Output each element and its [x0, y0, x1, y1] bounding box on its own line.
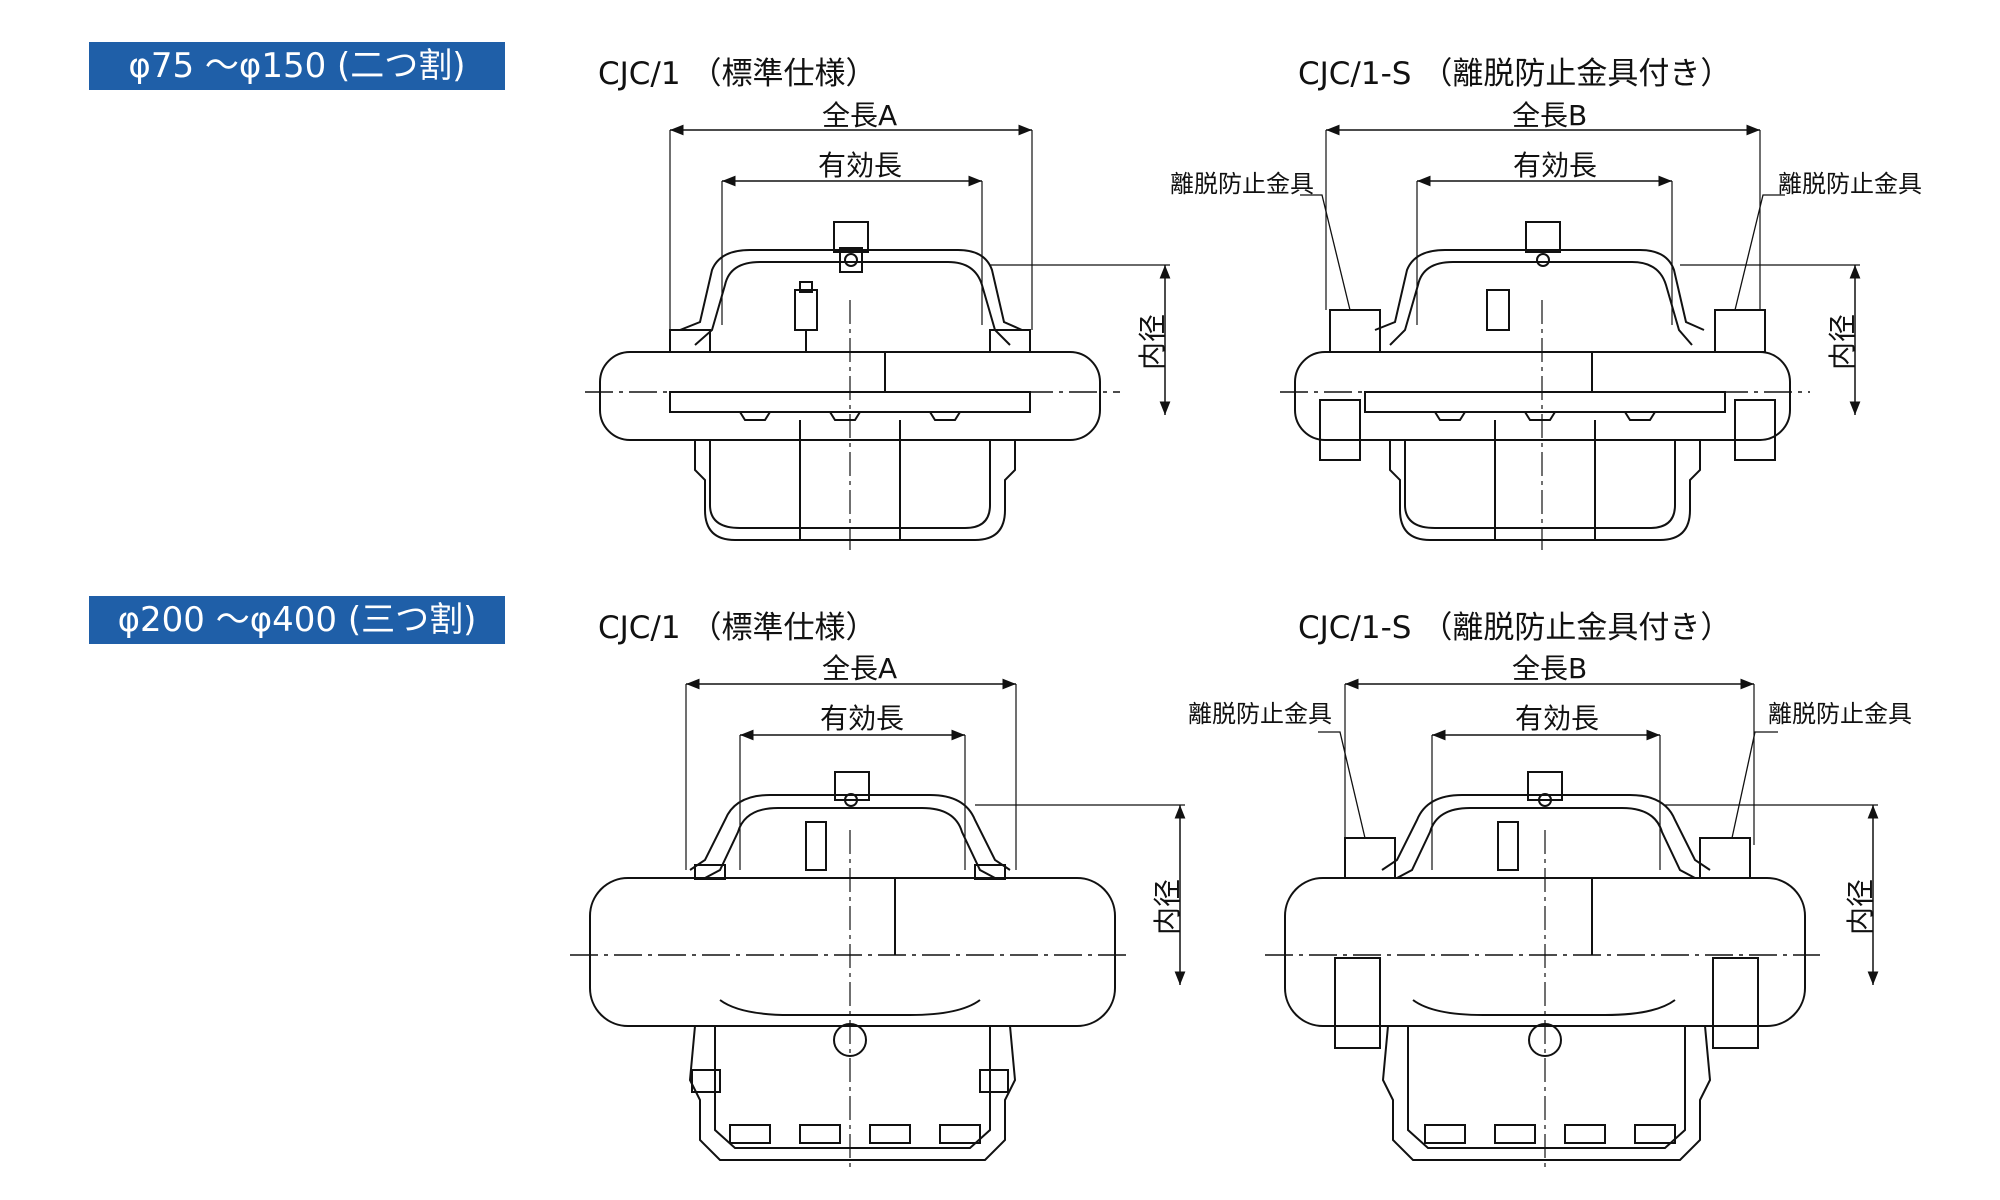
dim-overall-a-bottom: 全長A [822, 652, 897, 685]
dim-effective-top-left: 有効長 [818, 149, 902, 182]
range-badge-small-text: φ75 ～φ150 (二つ割) [128, 46, 466, 86]
drawing-top-left [585, 124, 1171, 550]
drawing-bottom-left [570, 678, 1186, 1170]
range-badge-small: φ75 ～φ150 (二つ割) [89, 42, 505, 90]
dim-effective-top-right: 有効長 [1513, 149, 1597, 182]
anti-detach-label-top-left: 離脱防止金具 [1170, 170, 1314, 198]
title-bottom-left: CJC/1 （標準仕様） [598, 610, 877, 646]
dim-effective-bottom-right: 有効長 [1515, 702, 1599, 735]
dim-overall-a-top: 全長A [822, 99, 897, 132]
dim-overall-b-bottom: 全長B [1512, 652, 1587, 685]
dim-inner-diameter-top-right: 内径 [1826, 314, 1859, 370]
drawing-bottom-right [1265, 678, 1879, 1170]
anti-detach-label-bottom-left: 離脱防止金具 [1188, 700, 1332, 728]
dim-inner-diameter-bottom-left: 内径 [1151, 879, 1184, 935]
dim-effective-bottom-left: 有効長 [820, 702, 904, 735]
title-bottom-right: CJC/1-S （離脱防止金具付き） [1298, 610, 1732, 646]
dim-inner-diameter-top-left: 内径 [1136, 314, 1169, 370]
anti-detach-label-top-right: 離脱防止金具 [1778, 170, 1922, 198]
range-badge-large: φ200 ～φ400 (三つ割) [89, 596, 505, 644]
anti-detach-label-bottom-right: 離脱防止金具 [1768, 700, 1912, 728]
dim-inner-diameter-bottom-right: 内径 [1844, 879, 1877, 935]
title-top-right: CJC/1-S （離脱防止金具付き） [1298, 56, 1732, 92]
title-top-left: CJC/1 （標準仕様） [598, 56, 877, 92]
drawing-top-right [1280, 124, 1861, 550]
dim-overall-b-top: 全長B [1512, 99, 1587, 132]
range-badge-large-text: φ200 ～φ400 (三つ割) [117, 600, 477, 640]
